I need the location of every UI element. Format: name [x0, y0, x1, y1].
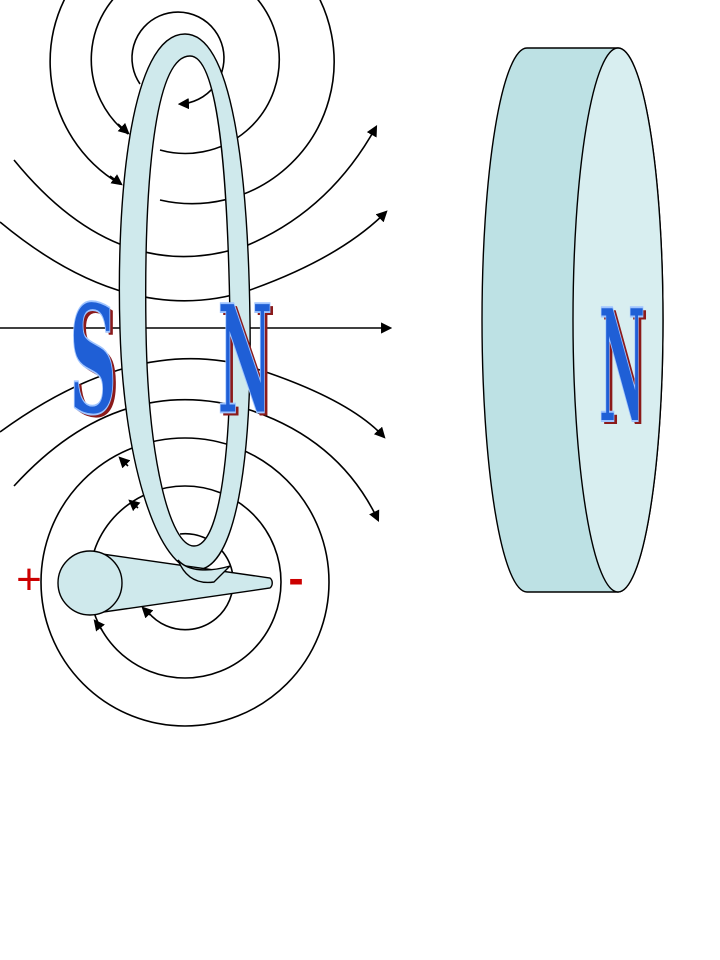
loop-pole-left-face: S	[69, 273, 117, 449]
magnet-face	[572, 47, 664, 593]
disc-magnet: N N	[481, 47, 664, 593]
upper-field-arc-1	[13, 125, 378, 258]
bottom-field-arrow-2	[128, 499, 141, 512]
current-loop	[57, 33, 273, 616]
bottom-field-arrow-1	[118, 456, 131, 469]
terminal-negative-sign: -	[288, 552, 303, 604]
terminal-positive-sign: +	[16, 555, 42, 604]
wire-lead-tube	[87, 551, 273, 615]
top-field-arrow-2	[109, 174, 123, 186]
wire-lead-join	[177, 559, 231, 584]
loop-pole-right: N	[221, 275, 276, 451]
loop-pole-right-face: N	[218, 272, 273, 448]
magnet-pole: N	[599, 276, 645, 459]
wire-end-cap	[57, 550, 123, 616]
top-field-arrow-1	[117, 122, 130, 135]
lower-field-arc-1	[0, 357, 386, 439]
field-lines	[0, 0, 393, 727]
bottom-field-arrow-4	[93, 619, 105, 632]
bottom-field-arrow-3	[141, 606, 154, 619]
top-field-circle-outer	[49, 0, 335, 205]
magnet-pole-shadow: N	[602, 279, 648, 462]
bottom-field-circle-outer	[40, 437, 330, 727]
loop-poles: S S N N	[69, 271, 276, 452]
loop-pole-left: S	[72, 276, 120, 452]
top-field-circle-middle	[90, 0, 281, 155]
